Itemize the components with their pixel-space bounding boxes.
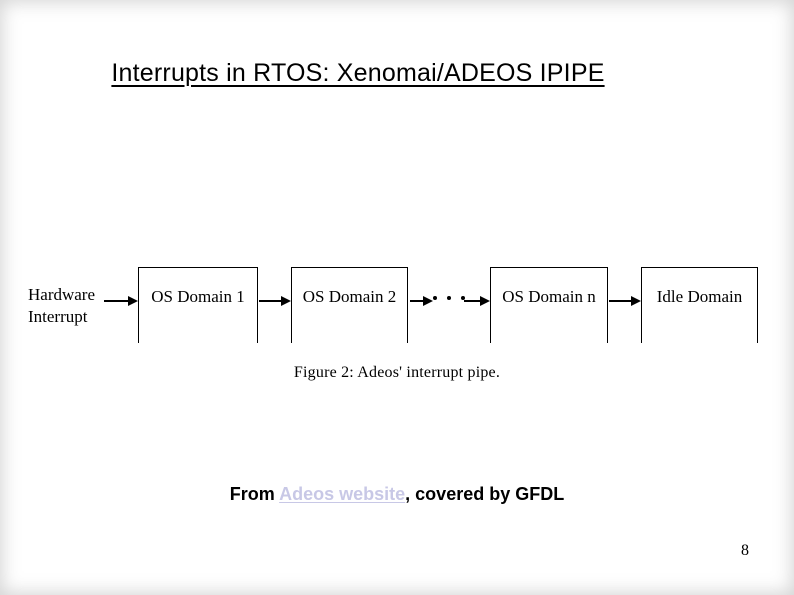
hardware-interrupt-label-line2: Interrupt [28, 307, 88, 326]
adeos-website-link[interactable]: Adeos website [279, 484, 406, 504]
arrow-domain-n-to-idle [609, 296, 641, 306]
box-os-domain-2: OS Domain 2 [291, 267, 408, 343]
page-number: 8 [741, 542, 749, 559]
arrow-domain1-to-domain2 [259, 296, 291, 306]
box-idle-domain: Idle Domain [641, 267, 758, 343]
box-os-domain-n: OS Domain n [490, 267, 608, 343]
credit-suffix: , covered by GFDL [405, 484, 565, 504]
arrow-ellipsis-to-domain-n [464, 296, 490, 306]
box-os-domain-1: OS Domain 1 [138, 267, 258, 343]
arrow-domain2-to-ellipsis [410, 296, 433, 306]
hardware-interrupt-label-line1: Hardware [28, 285, 96, 304]
figure-caption: Figure 2: Adeos' interrupt pipe. [293, 364, 501, 381]
slide-title: Interrupts in RTOS: Xenomai/ADEOS IPIPE [111, 59, 605, 87]
ellipsis-dots [433, 296, 465, 300]
credit-line: From Adeos website, covered by GFDL [0, 484, 794, 505]
credit-prefix: From [229, 484, 280, 504]
hardware-interrupt-label: Hardware Interrupt [28, 284, 95, 328]
arrow-hw-to-domain1 [104, 296, 138, 306]
